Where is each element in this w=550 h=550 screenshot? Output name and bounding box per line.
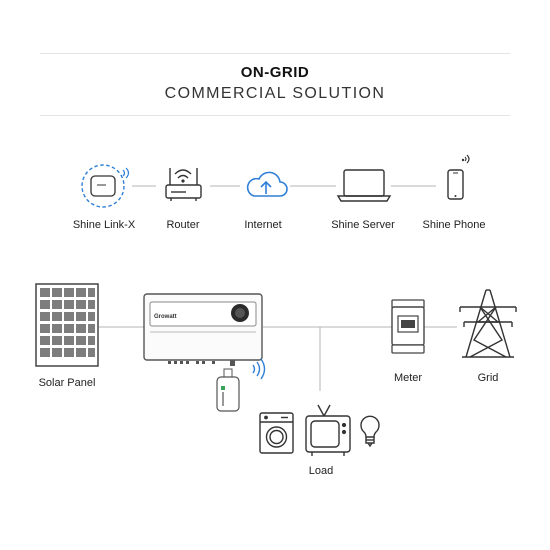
label-router: Router [166,219,200,231]
washing-machine-icon [259,412,294,454]
inverter-brand-logo: Growatt [154,314,177,320]
label-load: Load [308,465,334,477]
power-lines [99,326,457,391]
cloud-upload-icon [246,171,288,197]
label-grid: Grid [477,372,499,384]
shine-link-x-icon [81,164,130,208]
bottom-divider [40,115,510,116]
label-internet: Internet [244,219,282,231]
tv-icon [305,404,351,456]
transmission-tower-icon [459,289,517,358]
label-shine-server: Shine Server [331,219,395,231]
label-shine-link-x: Shine Link-X [72,219,136,231]
smartphone-icon [447,154,470,200]
wifi-signal-icon [252,358,266,380]
label-shine-phone: Shine Phone [422,219,486,231]
wifi-dongle-icon [216,368,240,412]
router-icon [165,168,202,201]
label-meter: Meter [393,372,423,384]
title-commercial-solution: COMMERCIAL SOLUTION [164,85,386,102]
label-solar-panel: Solar Panel [38,377,96,389]
title-on-grid: ON-GRID [240,64,310,81]
solar-panel-icon [35,283,99,367]
meter-icon [391,299,425,354]
inverter-icon: Growatt [143,293,263,366]
laptop-icon [336,169,392,202]
top-divider [40,53,510,54]
light-bulb-icon [360,415,380,448]
